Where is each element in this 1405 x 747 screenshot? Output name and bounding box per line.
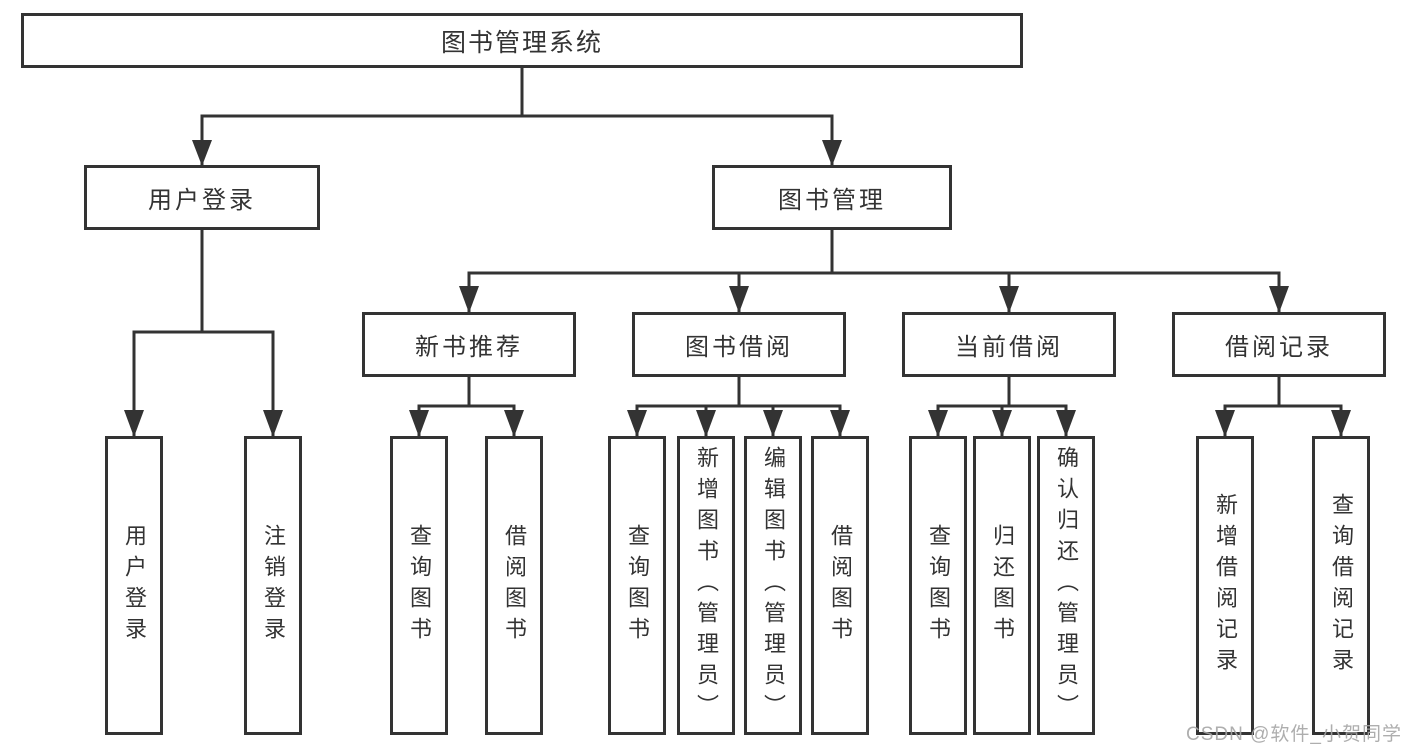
- leaf-user-login: 用户登录: [105, 436, 163, 735]
- leaf-return-books: 归还图书: [973, 436, 1031, 735]
- leaf-confirm-return-admin: 确认归还（管理员）: [1037, 436, 1095, 735]
- leaf-query-books-borrowing: 查询图书: [608, 436, 666, 735]
- node-current-borrowing: 当前借阅: [902, 312, 1116, 377]
- node-book-management: 图书管理: [712, 165, 952, 230]
- node-book-borrowing: 图书借阅: [632, 312, 846, 377]
- node-root: 图书管理系统: [21, 13, 1023, 68]
- watermark: CSDN @软件_小贺同学: [1186, 724, 1402, 745]
- leaf-logout: 注销登录: [244, 436, 302, 735]
- node-new-book-recommendation: 新书推荐: [362, 312, 576, 377]
- leaf-add-borrow-record: 新增借阅记录: [1196, 436, 1254, 735]
- leaf-add-book-admin: 新增图书（管理员）: [677, 436, 735, 735]
- leaf-query-books-recommend: 查询图书: [390, 436, 448, 735]
- node-borrowing-records: 借阅记录: [1172, 312, 1386, 377]
- leaf-borrow-books: 借阅图书: [811, 436, 869, 735]
- leaf-borrow-books-recommend: 借阅图书: [485, 436, 543, 735]
- leaf-edit-book-admin: 编辑图书（管理员）: [744, 436, 802, 735]
- leaf-query-books-current: 查询图书: [909, 436, 967, 735]
- node-user-login: 用户登录: [84, 165, 320, 230]
- arrowheads: [124, 140, 1351, 437]
- leaf-query-borrow-record: 查询借阅记录: [1312, 436, 1370, 735]
